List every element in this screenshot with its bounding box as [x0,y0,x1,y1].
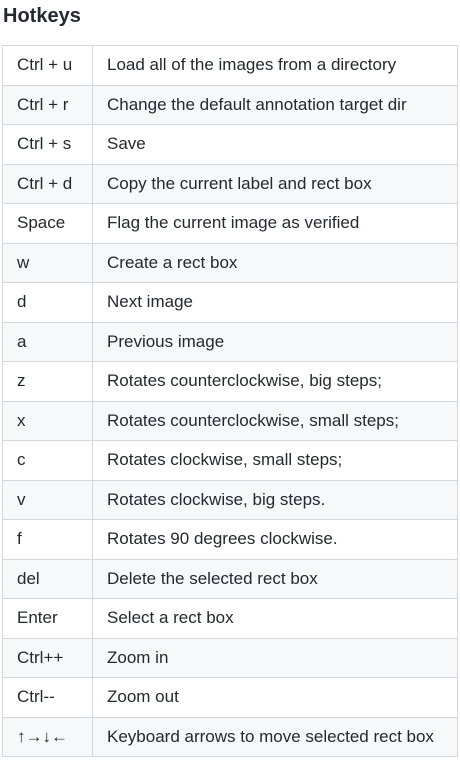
description-cell: Next image [92,282,458,323]
table-row: del Delete the selected rect box [2,558,458,599]
description-cell: Flag the current image as verified [92,203,458,244]
table-row: ↑→↓← Keyboard arrows to move selected re… [2,716,458,757]
hotkey-cell: Space [2,203,93,244]
hotkey-cell: Ctrl + s [2,124,93,165]
hotkey-cell: f [2,519,93,560]
description-cell: Delete the selected rect box [92,558,458,599]
description-cell: Change the default annotation target dir [92,84,458,125]
table-row: Ctrl + u Load all of the images from a d… [2,45,458,86]
table-row: a Previous image [2,321,458,362]
description-cell: Rotates counterclockwise, small steps; [92,400,458,441]
hotkey-cell: del [2,558,93,599]
table-row: Enter Select a rect box [2,598,458,639]
hotkeys-table-body: Ctrl + u Load all of the images from a d… [2,45,458,757]
table-row: c Rotates clockwise, small steps; [2,440,458,481]
table-row: Ctrl + r Change the default annotation t… [2,84,458,125]
table-row: Ctrl-- Zoom out [2,677,458,718]
description-cell: Rotates clockwise, big steps. [92,479,458,520]
hotkey-cell: v [2,479,93,520]
table-row: z Rotates counterclockwise, big steps; [2,361,458,402]
table-row: x Rotates counterclockwise, small steps; [2,400,458,441]
hotkey-cell: d [2,282,93,323]
table-row: Ctrl + d Copy the current label and rect… [2,163,458,204]
table-row: Ctrl + s Save [2,124,458,165]
table-row: Space Flag the current image as verified [2,203,458,244]
hotkey-cell: Ctrl + r [2,84,93,125]
table-row: Ctrl++ Zoom in [2,637,458,678]
description-cell: Previous image [92,321,458,362]
description-cell: Zoom in [92,637,458,678]
description-cell: Zoom out [92,677,458,718]
description-cell: Select a rect box [92,598,458,639]
hotkey-cell: Enter [2,598,93,639]
description-cell: Save [92,124,458,165]
description-cell: Rotates 90 degrees clockwise. [92,519,458,560]
page-title: Hotkeys [3,5,81,27]
description-cell: Create a rect box [92,242,458,283]
description-cell: Keyboard arrows to move selected rect bo… [92,716,458,757]
hotkey-cell: x [2,400,93,441]
hotkey-cell: Ctrl + d [2,163,93,204]
description-cell: Copy the current label and rect box [92,163,458,204]
table-row: f Rotates 90 degrees clockwise. [2,519,458,560]
table-row: v Rotates clockwise, big steps. [2,479,458,520]
hotkey-cell: Ctrl + u [2,45,93,86]
hotkey-cell: z [2,361,93,402]
hotkeys-table: Ctrl + u Load all of the images from a d… [2,45,458,757]
hotkey-cell: a [2,321,93,362]
hotkey-cell: Ctrl-- [2,677,93,718]
hotkey-cell: ↑→↓← [2,716,93,757]
description-cell: Rotates clockwise, small steps; [92,440,458,481]
description-cell: Rotates counterclockwise, big steps; [92,361,458,402]
hotkey-cell: w [2,242,93,283]
table-row: d Next image [2,282,458,323]
hotkey-cell: c [2,440,93,481]
table-row: w Create a rect box [2,242,458,283]
hotkey-cell: Ctrl++ [2,637,93,678]
description-cell: Load all of the images from a directory [92,45,458,86]
